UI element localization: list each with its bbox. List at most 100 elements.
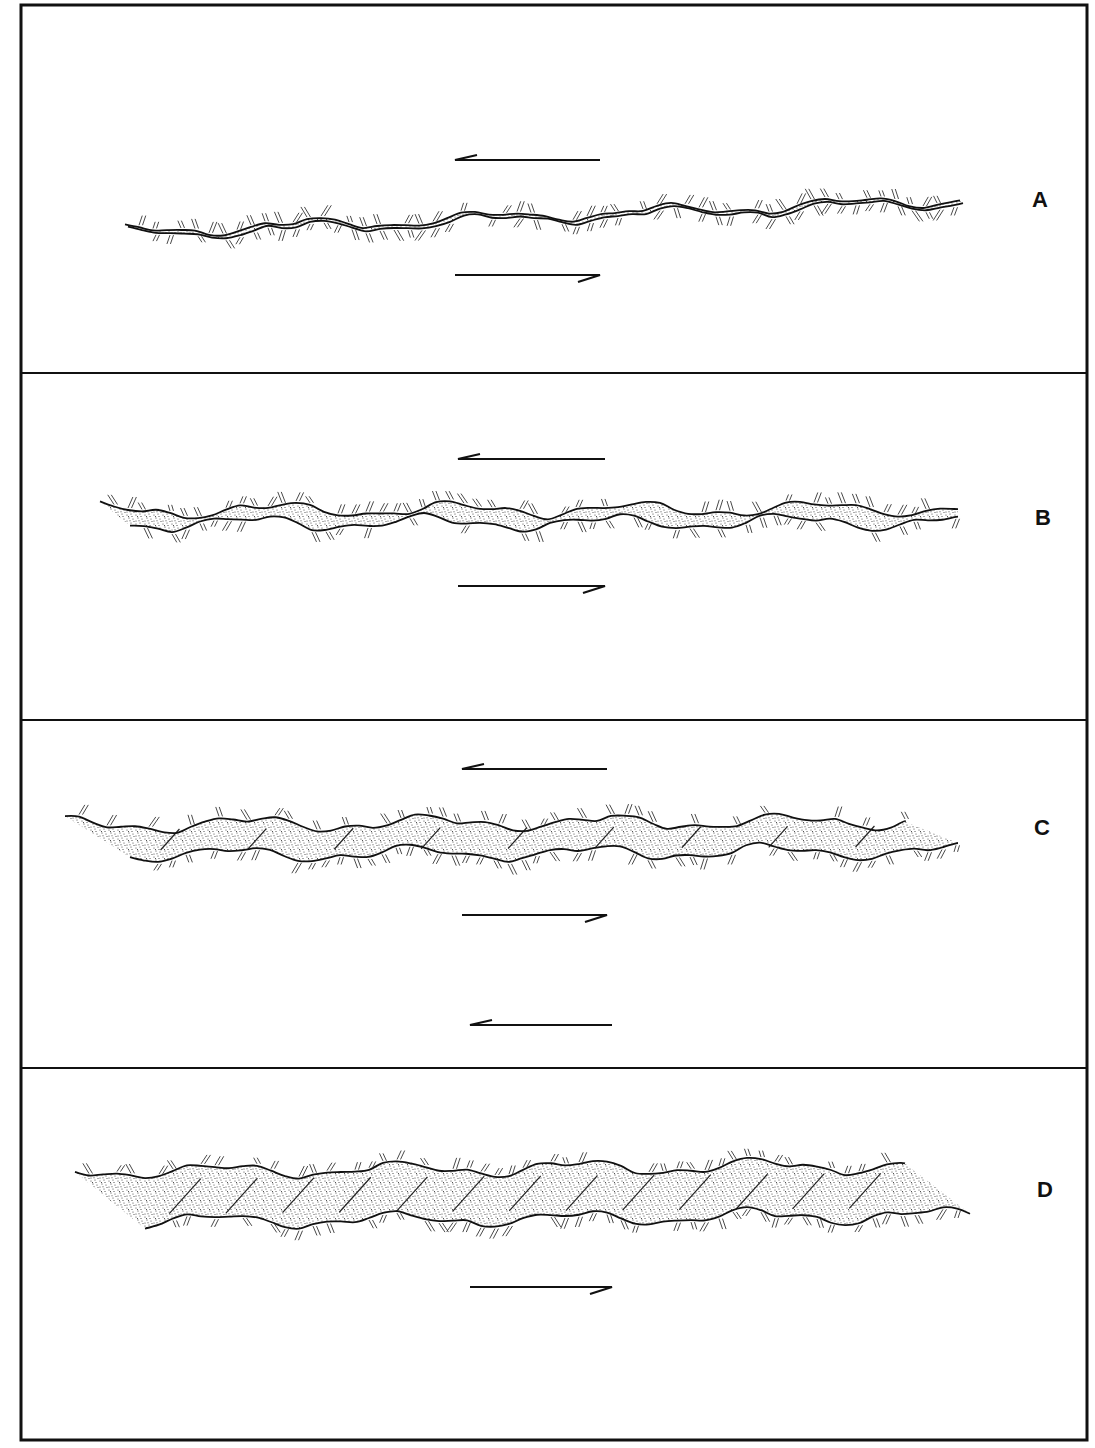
fracture-tick [526,534,529,541]
fracture-tick [901,1216,905,1227]
fracture-tick [489,220,492,227]
fracture-tick [532,503,538,514]
fracture-tick [956,519,960,529]
fracture-tick [621,1220,625,1229]
fracture-tick [720,217,723,225]
fracture-tick [331,1163,336,1171]
fracture-tick [258,233,261,240]
fracture-tick [310,1164,313,1172]
fracture-tick [840,859,844,867]
fracture-tick [143,216,146,226]
fracture-tick [156,235,159,241]
fracture-tick [514,219,520,228]
fracture-tick [792,852,798,861]
panel-label: C [1034,815,1050,841]
fracture-tick [254,233,257,240]
fracture-tick [485,811,489,820]
fracture-tick [397,1213,401,1220]
fracture-tick [309,496,313,503]
fracture-tick [723,203,727,209]
fracture-tick [625,804,629,814]
fracture-tick [580,500,583,507]
fracture-tick [841,206,845,213]
fracture-tick [157,864,161,871]
fracture-tick [832,1225,835,1233]
fracture-tick [502,1226,509,1236]
fracture-tick [182,530,186,539]
fracture-tick [177,1220,180,1227]
fracture-tick [300,492,304,501]
fracture-tick [522,534,525,541]
fracture-tick [241,809,247,819]
fracture-tick [809,189,815,199]
fracture-tick [419,214,423,223]
fracture-tick [341,857,343,864]
fracture-tick [282,230,285,241]
fracture-tick [507,205,512,212]
fracture-tick [830,854,834,861]
shear-fabric [679,1175,711,1210]
shear-fabric [453,1176,485,1211]
fracture-tick [834,854,838,861]
fracture-tick [293,213,299,222]
fracture-tick [255,850,259,860]
fracture-tick [731,855,735,865]
fracture-tick [409,215,413,223]
fracture-tick [790,494,792,500]
fracture-tick [533,856,536,863]
fracture-tick [748,1149,751,1156]
fracture-tick [785,1157,789,1164]
fracture-tick [737,816,741,824]
fracture-tick [83,805,89,815]
fracture-tick [690,529,696,538]
fracture-tick [296,229,299,237]
fracture-tick [215,1219,219,1227]
fracture-tick [192,219,195,229]
fracture-tick [776,199,783,210]
fracture-tick [954,845,956,852]
fracture-tick [886,856,890,865]
fracture-tick [380,1153,383,1161]
shear-fabric [793,1174,825,1209]
fracture-tick [954,207,957,215]
fracture-tick [857,862,862,871]
fracture-tick [566,224,569,231]
fracture-tick [723,1158,725,1166]
fracture-tick [769,219,775,229]
fracture-tick [297,213,303,222]
fracture-tick [832,1162,834,1168]
fracture-tick [605,206,608,212]
fracture-tick [814,852,816,859]
fracture-tick [517,201,521,211]
fracture-tick [204,524,207,531]
fracture-tick [892,189,895,199]
fracture-tick [466,1222,470,1232]
fracture-tick [313,1226,317,1235]
fracture-tick [726,203,730,209]
fracture-tick [551,1154,555,1161]
shear-fabric [623,1175,655,1210]
gouge-fill [75,1158,970,1229]
fracture-tick [600,219,604,227]
fracture-tick [632,854,637,865]
fracture-tick [857,205,860,214]
fracture-tick [818,492,822,502]
fracture-tick [239,237,243,244]
fracture-tick [788,852,794,861]
fracture-tick [756,215,761,224]
fracture-tick [481,811,485,820]
fracture-tick [397,1151,401,1160]
fracture-tick [719,1158,721,1166]
fracture-tick [677,1161,679,1168]
fracture-tick [699,214,702,222]
fault-boundary [100,501,958,519]
fracture-tick [633,1226,635,1233]
fracture-tick [142,503,146,510]
fracture-tick [257,1158,260,1164]
fracture-tick [863,1164,866,1171]
fracture-tick [288,811,293,819]
fracture-tick [678,208,681,218]
fracture-tick [107,815,113,825]
fracture-tick [222,223,227,233]
fracture-tick [298,1231,302,1241]
